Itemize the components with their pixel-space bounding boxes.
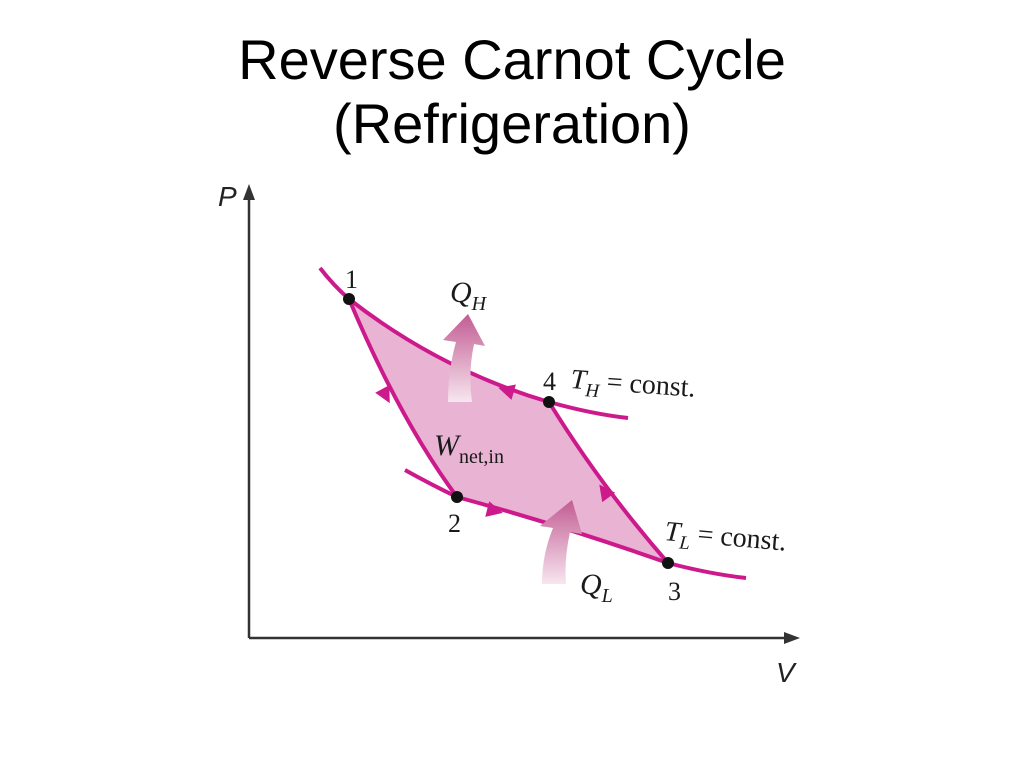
state-label-1: 1 bbox=[345, 265, 358, 294]
state-point-2 bbox=[451, 491, 463, 503]
qh-label-sub: H bbox=[471, 293, 488, 315]
state-point-1 bbox=[343, 293, 355, 305]
ql-label-sub: L bbox=[601, 585, 613, 607]
tl-label-sub: L bbox=[677, 532, 690, 554]
cycle-area bbox=[349, 299, 668, 563]
title-line-1: Reverse Carnot Cycle bbox=[238, 28, 786, 91]
slide-title: Reverse Carnot Cycle (Refrigeration) bbox=[0, 28, 1024, 156]
y-axis-label: P bbox=[218, 181, 237, 212]
th-const-label: TH = const. bbox=[569, 364, 696, 409]
th-label-rest: = const. bbox=[599, 366, 697, 404]
wnet-label-sub: net,in bbox=[459, 446, 504, 468]
state-label-4: 4 bbox=[543, 367, 556, 396]
x-axis-arrowhead bbox=[784, 632, 800, 644]
state-label-2: 2 bbox=[448, 509, 461, 538]
qh-label-main: Q bbox=[450, 276, 472, 309]
axes bbox=[243, 184, 800, 644]
adiabat-1-2 bbox=[347, 298, 459, 499]
state-point-3 bbox=[662, 557, 674, 569]
th-isotherm bbox=[318, 266, 629, 420]
qh-heat-arrow bbox=[443, 314, 485, 402]
tl-const-label: TL = const. bbox=[663, 516, 788, 563]
direction-arrow-1-2 bbox=[375, 385, 390, 404]
direction-arrow-3-4 bbox=[599, 484, 616, 503]
state-label-3: 3 bbox=[668, 577, 681, 606]
wnet-label-main: W bbox=[434, 429, 462, 462]
y-axis-arrowhead bbox=[243, 184, 255, 200]
direction-arrow-4-1 bbox=[498, 384, 516, 400]
title-line-2: (Refrigeration) bbox=[333, 92, 691, 155]
tl-label-rest: = const. bbox=[689, 518, 787, 557]
ql-label: QL bbox=[580, 568, 613, 607]
state-point-4 bbox=[543, 396, 555, 408]
qh-label: QH bbox=[450, 276, 488, 315]
wnet-label: Wnet,in bbox=[434, 429, 504, 468]
th-label-sub: H bbox=[584, 380, 601, 402]
direction-arrow-2-3 bbox=[485, 501, 503, 517]
x-axis-label: V bbox=[776, 657, 797, 688]
th-label-main: T bbox=[570, 364, 590, 396]
adiabat-3-4 bbox=[547, 400, 670, 565]
tl-label-main: T bbox=[663, 516, 684, 548]
ql-heat-arrow bbox=[540, 500, 582, 584]
ql-label-main: Q bbox=[580, 568, 602, 601]
